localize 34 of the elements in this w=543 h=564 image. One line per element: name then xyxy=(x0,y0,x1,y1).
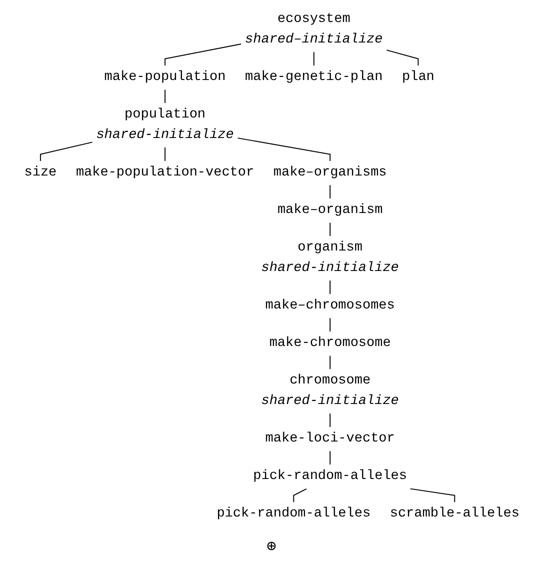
node-text: scramble-alleles xyxy=(390,506,520,522)
connector xyxy=(292,488,307,503)
node-text: chromosome shared-initialize xyxy=(260,373,399,409)
connector xyxy=(329,355,330,370)
node-text: pick-random-alleles xyxy=(252,468,407,484)
connector xyxy=(329,280,330,294)
node-text: make-loci-vector xyxy=(264,430,395,446)
node-text: make-population xyxy=(104,69,226,85)
node-text: size xyxy=(24,164,56,180)
node-text: organism shared-initialize xyxy=(260,240,399,276)
connector xyxy=(40,142,92,162)
connector xyxy=(164,147,166,162)
connector xyxy=(329,184,330,200)
connector xyxy=(164,44,242,66)
connector xyxy=(164,89,166,104)
connector xyxy=(236,138,330,162)
node-text: make-chromosome xyxy=(268,335,390,351)
connector xyxy=(329,222,330,237)
connector xyxy=(329,413,330,428)
node-text: pick-random-alleles xyxy=(216,506,370,522)
connector xyxy=(329,450,330,466)
connector xyxy=(386,50,418,66)
node-text: make-genetic-plan xyxy=(244,69,382,85)
node-text: population shared-initialize xyxy=(96,106,234,143)
node-text: make–chromosomes xyxy=(264,298,395,314)
node-text: make–organisms xyxy=(273,164,386,180)
connector xyxy=(409,488,455,503)
node-text: plan xyxy=(402,69,434,85)
node-text: make-population-vector xyxy=(76,164,254,180)
node-text: ecosystem shared–initialize xyxy=(244,12,382,48)
operator-symbol: ⊕ xyxy=(266,537,276,556)
connector xyxy=(313,52,314,66)
connector xyxy=(329,318,330,332)
node-text: make–organism xyxy=(277,202,382,218)
